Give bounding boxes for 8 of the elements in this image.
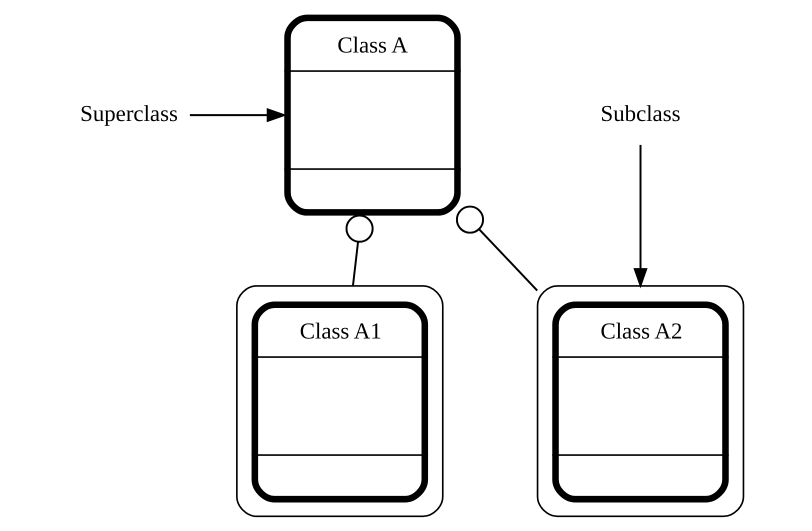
node-box: Class A1	[236, 285, 444, 518]
node-text: Subclass	[600, 101, 681, 126]
node-text: Superclass	[80, 101, 178, 126]
arrow	[190, 108, 287, 122]
connector	[346, 214, 374, 286]
node-box: Class A2	[536, 285, 744, 518]
connector	[456, 206, 538, 292]
arrow	[633, 144, 648, 288]
